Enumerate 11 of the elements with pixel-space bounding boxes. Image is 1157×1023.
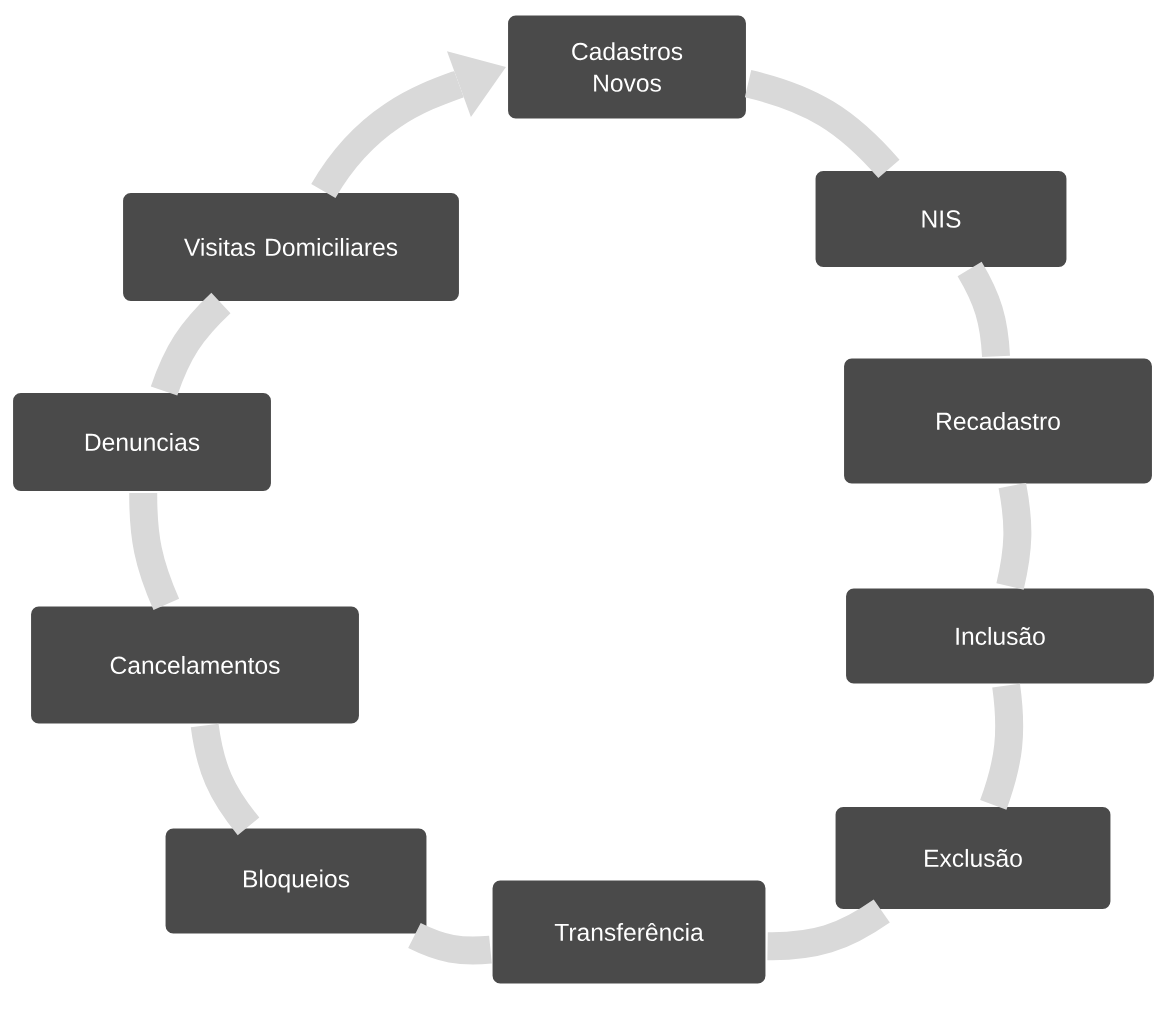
process-box: Exclusão [833,804,1113,912]
process-box: Denuncias [10,390,274,494]
cycle-arrow [311,51,506,199]
process-box: Cadastros Novos [505,13,749,121]
process-box: Cancelamentos [28,604,362,726]
process-box: Recadastro [841,356,1155,486]
process-box: Transferência [490,878,768,986]
process-box: Bloqueios [163,826,429,936]
process-box: NIS [813,168,1069,270]
process-box: Visitas Domiciliares [120,190,462,304]
process-box: Inclusão [843,586,1157,686]
